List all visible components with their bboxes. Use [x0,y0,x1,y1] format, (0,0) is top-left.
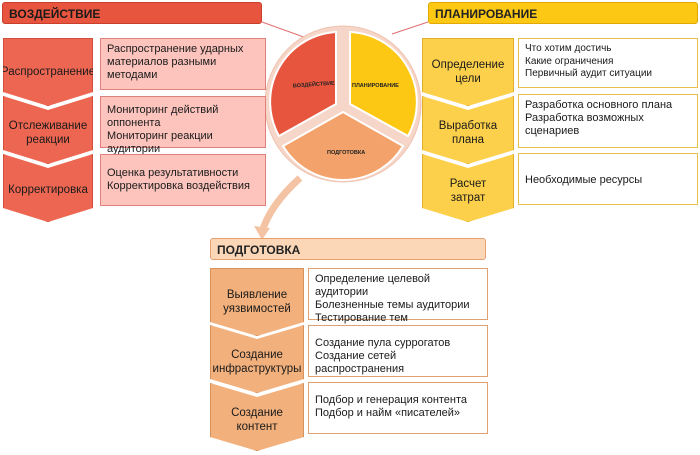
segment-influence [269,30,337,138]
details-vulnerability-detection: Определение целевой аудитории Болезненны… [308,268,488,324]
segment-label-preparation: ПОДГОТОВКА [327,150,365,156]
stage-distribution: Распространение [3,38,93,106]
preparation-header: ПОДГОТОВКА [210,238,486,260]
details-cost-estimation: Необходимые ресурсы [518,153,698,205]
details-distribution: Распространение ударных материалов разны… [100,38,266,90]
stage-vulnerability-detection: Выявление уязвимостей [210,268,304,336]
stage-content-creation: Создание контент [210,383,304,451]
details-content-creation: Подбор и генерация контента Подбор и най… [308,382,488,434]
segment-preparation [281,110,405,181]
details-reaction-tracking: Мониторинг действий оппонента Мониторинг… [100,96,266,155]
details-plan-development: Разработка основного плана Разработка во… [518,94,698,148]
segment-label-planning: ПЛАНИРОВАНИЕ [352,83,399,89]
details-infrastructure-creation: Создание пула суррогатов Создание сетей … [308,325,488,377]
arrow-head [254,226,270,240]
influence-header: ВОЗДЕЙСТВИЕ [2,2,262,24]
details-goal-definition: Что хотим достичь Какие ограничения Перв… [518,38,698,88]
details-correction: Оценка результативности Корректировка во… [100,154,266,206]
planning-header: ПЛАНИРОВАНИЕ [428,2,698,24]
segment-planning [349,30,418,138]
segment-label-influence: ВОЗДЕЙСТВИЕ [293,79,336,90]
stage-goal-definition: Определение цели [422,38,514,106]
arrow-to-preparation [258,175,303,234]
connector-planning [391,21,429,35]
